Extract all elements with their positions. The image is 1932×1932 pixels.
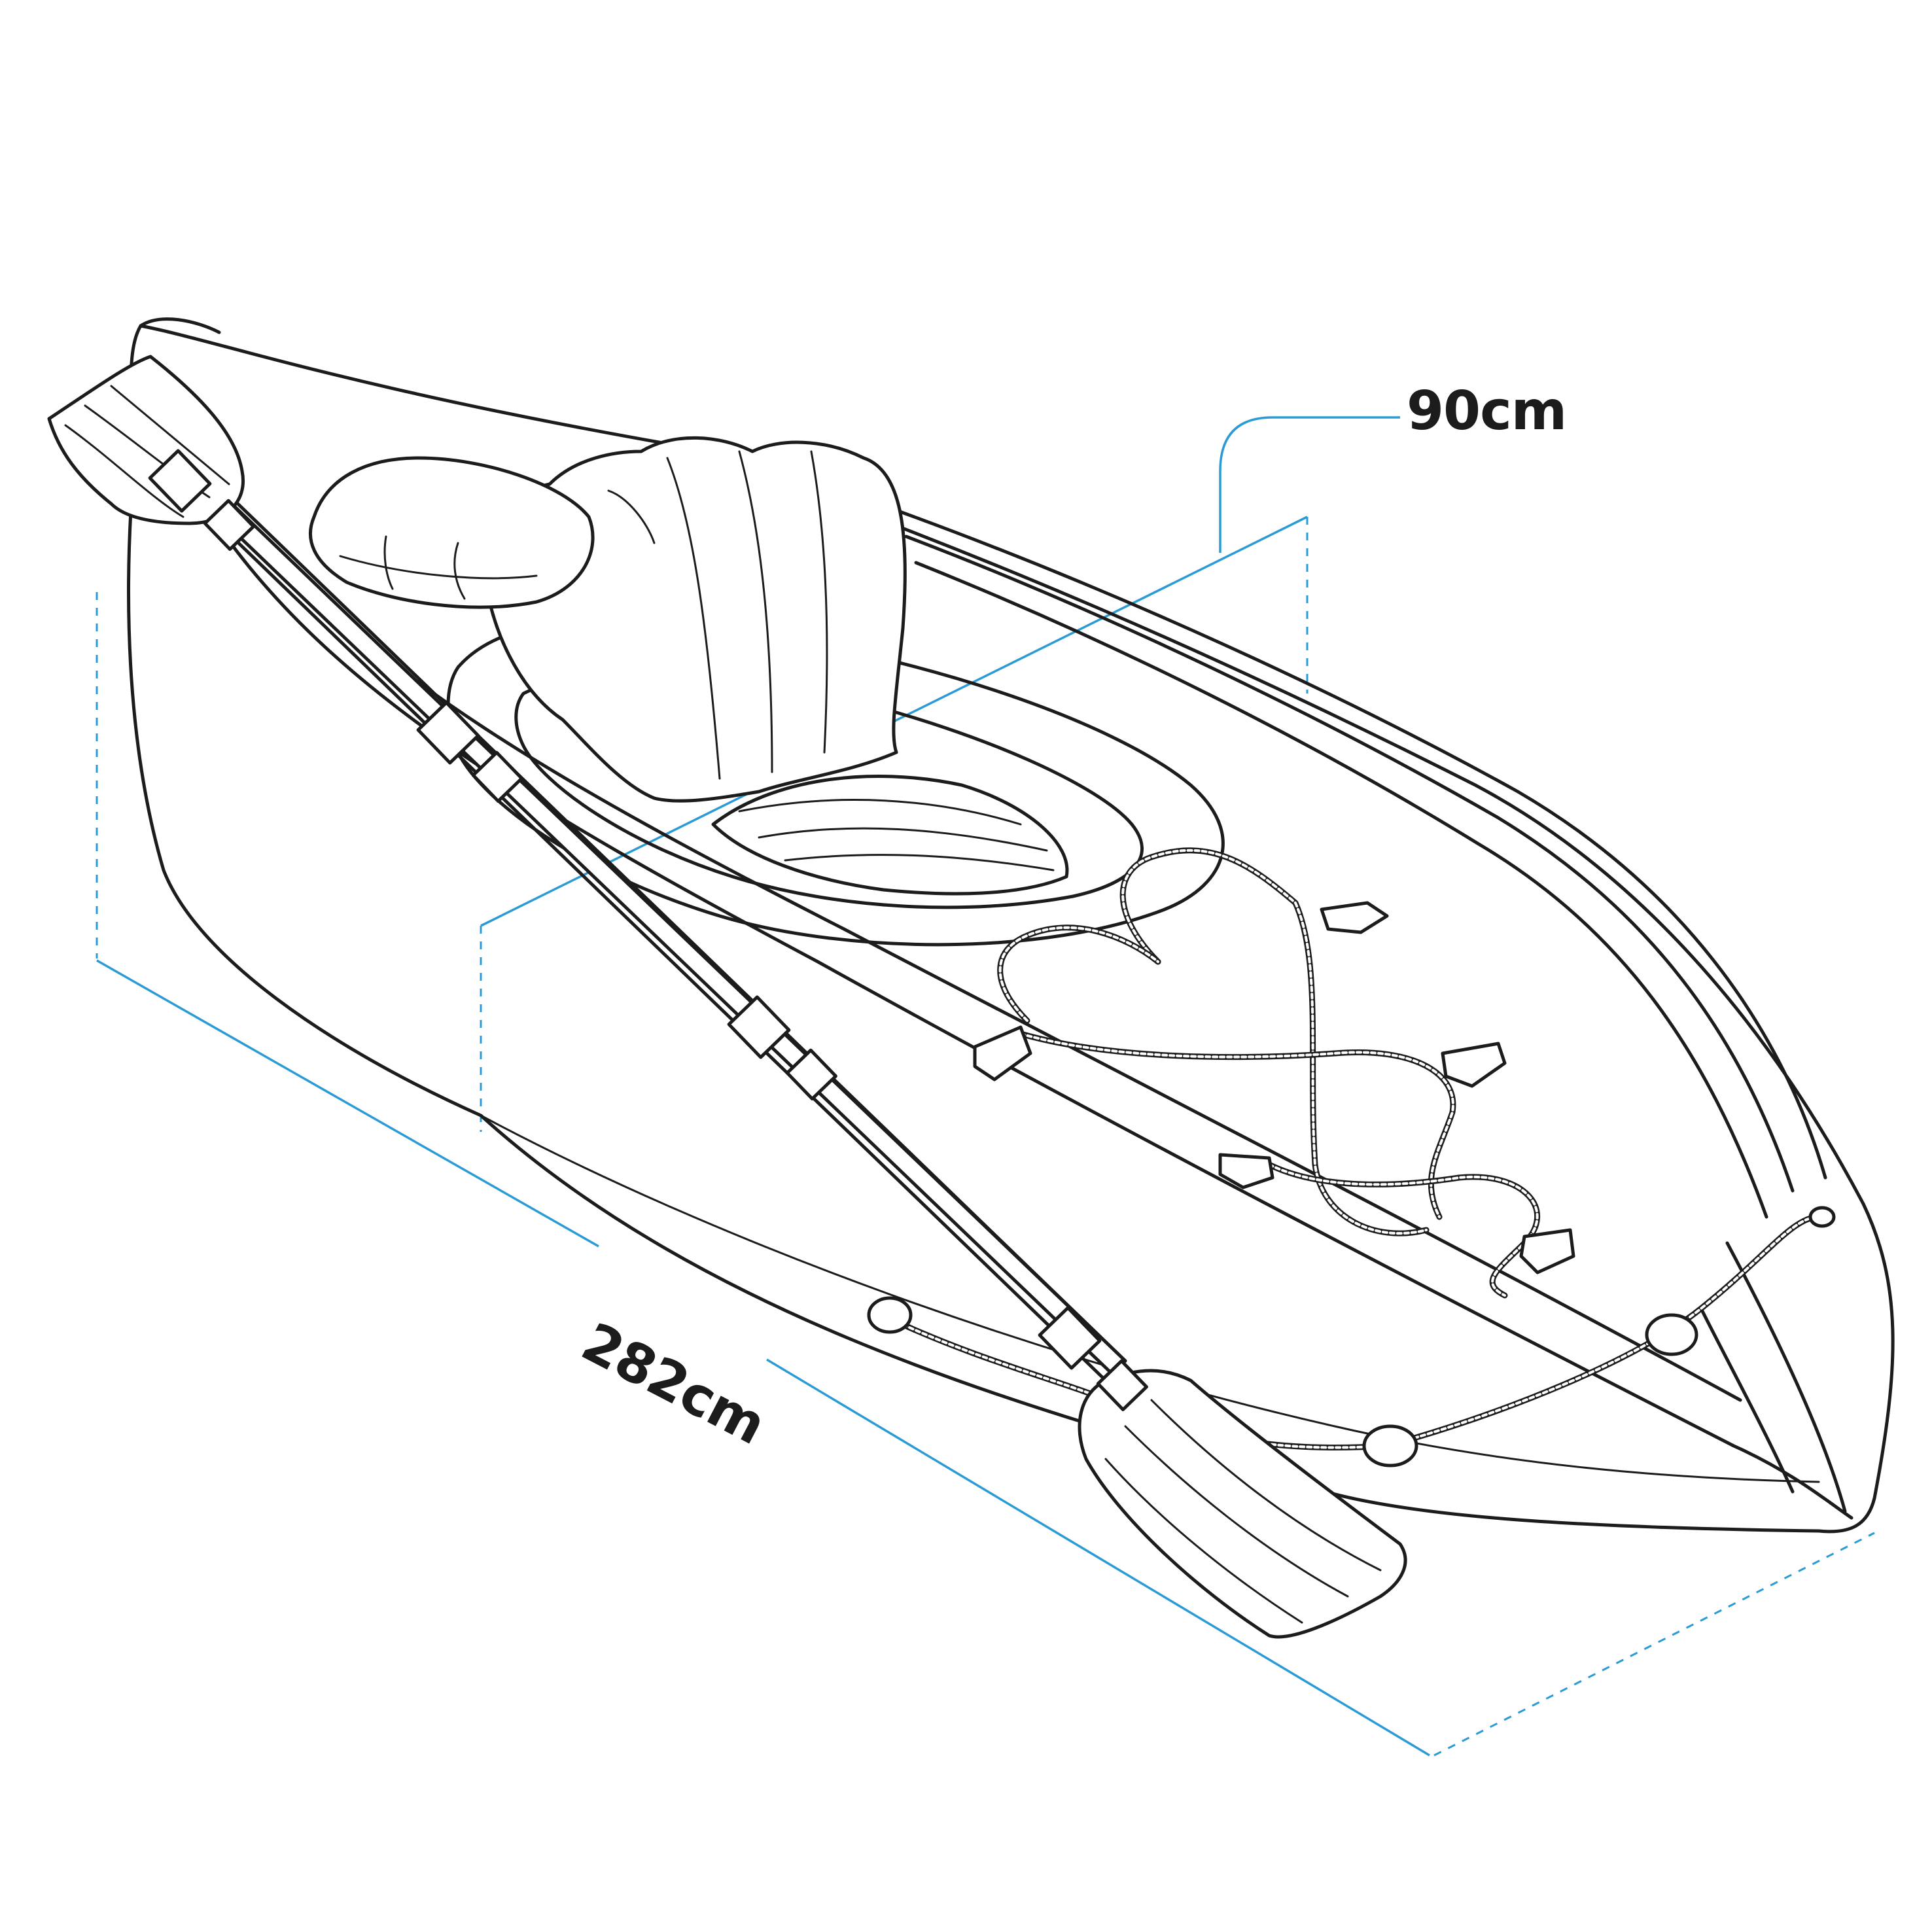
grab-line-anchor-3 <box>1645 1313 1698 1356</box>
seat-stripe-1 <box>738 799 1022 826</box>
cockpit <box>308 436 1225 947</box>
bungee-cord-front-braid <box>1121 849 1428 1235</box>
width-dimension-label: 90cm <box>1407 380 1567 442</box>
backrest-seam-2 <box>738 450 773 773</box>
bungee-cord-cross-braid <box>1019 1032 1454 1218</box>
seat-base <box>711 775 1069 896</box>
front-cushion <box>308 456 595 609</box>
bungee-cord-rear-braid <box>1268 1163 1539 1297</box>
cushion-strap-2 <box>453 542 466 600</box>
width-callout-line <box>1219 416 1400 553</box>
paddle-blade-front <box>47 355 245 525</box>
deck-bungee <box>867 847 1836 1467</box>
d-ring-5 <box>1519 1228 1575 1274</box>
cushion-strap-1 <box>383 535 394 590</box>
seat-stripe-3 <box>784 854 1055 871</box>
bow-tip <box>139 317 221 334</box>
blade-front-rib-1 <box>64 424 184 518</box>
paddle-shaft-edge-1 <box>149 456 1108 1382</box>
paddle-joint-3 <box>727 995 837 1101</box>
grab-line-anchor-4 <box>1808 1206 1836 1228</box>
blade-rear-rib-2 <box>1124 1425 1349 1598</box>
hull-bottom-seam <box>480 1114 1820 1483</box>
deck-rim-inner <box>240 515 1742 1402</box>
grab-line-anchor-2 <box>1362 1424 1418 1467</box>
stern-inner <box>1699 1307 1795 1494</box>
backrest-seam-1 <box>666 457 721 780</box>
far-rim-inner <box>904 535 1795 1193</box>
d-ring-2 <box>973 1025 1032 1081</box>
cushion-seam <box>339 555 538 580</box>
seat-stripe-2 <box>758 827 1048 852</box>
backrest-seam-3 <box>810 450 828 754</box>
deck-rim-outer <box>224 535 1853 1520</box>
blade-rear-rib-3 <box>1104 1458 1303 1624</box>
blade-front-rib-3 <box>110 385 230 485</box>
dimension-guides <box>96 416 1875 1757</box>
paddle-joint-2 <box>416 701 523 803</box>
paddle-joint-4 <box>1038 1306 1148 1412</box>
paddle-blade-rear <box>1078 1369 1407 1639</box>
stern-curve <box>1725 1241 1847 1513</box>
paddle-joint-1 <box>148 449 255 552</box>
d-ring-3 <box>1441 1042 1507 1088</box>
bungee-cord-loop-braid <box>998 926 1159 1022</box>
far-rim-outer <box>894 508 1827 1180</box>
grab-line-anchor-1 <box>867 1296 913 1334</box>
paddle-shaft-edge-2 <box>168 436 1127 1363</box>
d-ring-1 <box>1320 901 1389 934</box>
hull-outline <box>127 324 1895 1534</box>
length-dimension-line-a <box>96 959 599 1248</box>
far-rim-inner-2 <box>914 561 1768 1219</box>
length-dimension-line-b <box>766 1358 1430 1757</box>
stern-ground-guide <box>1433 1532 1875 1757</box>
backrest-fold <box>607 489 656 544</box>
blade-rear-rib-1 <box>1150 1399 1382 1572</box>
paddle <box>47 355 1407 1639</box>
d-ring-4 <box>1218 1153 1274 1189</box>
